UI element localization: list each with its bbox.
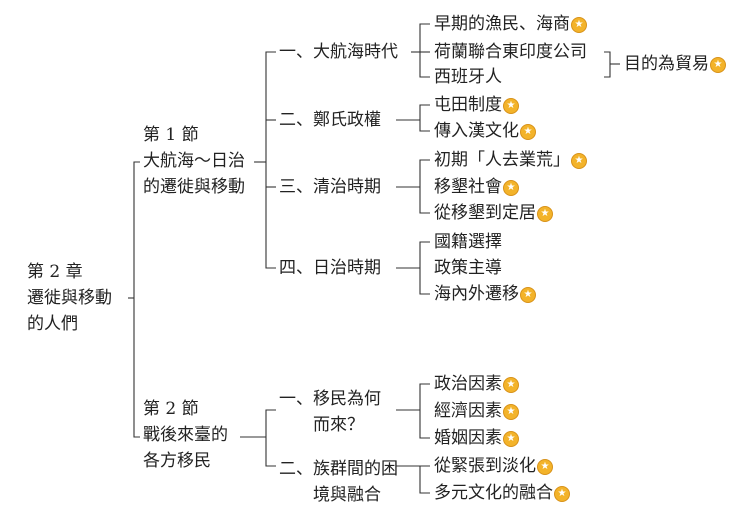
s2-item-2: 二、族群間的困 境與融合: [279, 456, 398, 508]
star-icon: ★: [503, 377, 519, 393]
s1-item-2: 二、鄭氏政權: [279, 110, 381, 130]
leaf: 海內外遷移★: [434, 284, 536, 304]
star-icon: ★: [571, 17, 587, 33]
star-icon: ★: [537, 459, 553, 475]
section2-line-3: 各方移民: [143, 451, 211, 471]
group-note: 目的為貿易★: [624, 54, 726, 74]
star-icon: ★: [571, 153, 587, 169]
leaf: 傳入漢文化★: [434, 121, 536, 141]
s2-item-2-line-1: 二、族群間的困: [279, 459, 398, 479]
leaf-text: 從移墾到定居: [434, 203, 536, 223]
section2-node: 第 2 節 戰後來臺的 各方移民: [143, 396, 228, 474]
star-icon: ★: [503, 180, 519, 196]
s2-item-2-line-2: 境與融合: [313, 485, 381, 505]
star-icon: ★: [520, 287, 536, 303]
s1-item-4: 四、日治時期: [279, 258, 381, 278]
leaf: 經濟因素★: [434, 401, 519, 421]
star-icon: ★: [520, 124, 536, 140]
leaf-text: 早期的漁民、海商: [434, 14, 570, 34]
leaf: 多元文化的融合★: [434, 483, 570, 503]
section1-node: 第 1 節 大航海～日治 的遷徙與移動: [143, 122, 245, 200]
section1-line-3: 的遷徙與移動: [143, 177, 245, 197]
leaf: 國籍選擇: [434, 232, 502, 252]
leaf: 屯田制度★: [434, 95, 519, 115]
section1-line-2: 大航海～日治: [143, 151, 245, 171]
leaf: 政策主導: [434, 258, 502, 278]
leaf-text: 多元文化的融合: [434, 483, 553, 503]
chapter-node: 第 2 章 遷徙與移動 的人們: [27, 259, 112, 337]
s1-item-3: 三、清治時期: [279, 177, 381, 197]
leaf: 從緊張到淡化★: [434, 456, 553, 476]
leaf: 婚姻因素★: [434, 428, 519, 448]
leaf: 早期的漁民、海商★: [434, 14, 587, 34]
section2-line-1: 第 2 節: [143, 399, 199, 419]
star-icon: ★: [503, 431, 519, 447]
leaf: 荷蘭聯合東印度公司: [434, 42, 587, 62]
leaf-text: 西班牙人: [434, 67, 502, 87]
s2-item-1-line-1: 一、移民為何: [279, 389, 381, 409]
leaf-text: 婚姻因素: [434, 428, 502, 448]
leaf-text: 荷蘭聯合東印度公司: [434, 42, 587, 62]
leaf-text: 屯田制度: [434, 95, 502, 115]
leaf: 從移墾到定居★: [434, 203, 553, 223]
star-icon: ★: [503, 98, 519, 114]
leaf-text: 經濟因素: [434, 401, 502, 421]
leaf: 初期「人去業荒」★: [434, 150, 587, 170]
section2-line-2: 戰後來臺的: [143, 425, 228, 445]
s1-item-1: 一、大航海時代: [279, 42, 398, 62]
leaf-text: 傳入漢文化: [434, 121, 519, 141]
star-icon: ★: [710, 57, 726, 73]
leaf-text: 政治因素: [434, 374, 502, 394]
leaf-text: 國籍選擇: [434, 232, 502, 252]
leaf-text: 海內外遷移: [434, 284, 519, 304]
leaf: 移墾社會★: [434, 177, 519, 197]
leaf: 西班牙人: [434, 67, 502, 87]
chapter-line-3: 的人們: [27, 314, 78, 334]
section1-line-1: 第 1 節: [143, 125, 199, 145]
leaf-text: 政策主導: [434, 258, 502, 278]
s2-item-1: 一、移民為何 而來？: [279, 386, 381, 438]
star-icon: ★: [554, 486, 570, 502]
leaf-text: 初期「人去業荒」: [434, 150, 570, 170]
group-note-text: 目的為貿易: [624, 54, 709, 74]
star-icon: ★: [537, 206, 553, 222]
chapter-line-2: 遷徙與移動: [27, 288, 112, 308]
s2-item-1-line-2: 而來？: [313, 415, 364, 435]
leaf-text: 移墾社會: [434, 177, 502, 197]
star-icon: ★: [503, 404, 519, 420]
leaf-text: 從緊張到淡化: [434, 456, 536, 476]
chapter-line-1: 第 2 章: [27, 262, 83, 282]
leaf: 政治因素★: [434, 374, 519, 394]
